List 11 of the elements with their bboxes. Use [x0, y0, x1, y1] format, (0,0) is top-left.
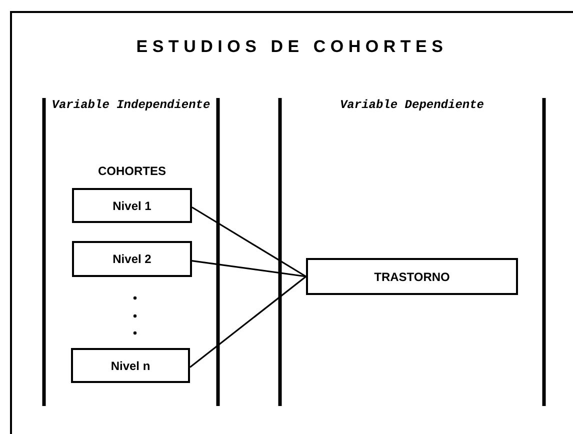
diagram-title: ESTUDIOS DE COHORTES: [135, 36, 449, 58]
column-heading: Variable Dependiente: [338, 97, 486, 114]
process-box: Nivel 1: [72, 188, 192, 223]
connector-line: [192, 206, 306, 278]
process-box: Nivel 2: [72, 241, 192, 277]
connector-line: [190, 276, 306, 368]
process-box: TRASTORNO: [306, 258, 518, 295]
group-label: COHORTES: [96, 163, 167, 180]
column-heading: Variable Independiente: [50, 97, 212, 114]
process-box: Nivel n: [71, 348, 190, 383]
connector-line: [192, 260, 306, 278]
